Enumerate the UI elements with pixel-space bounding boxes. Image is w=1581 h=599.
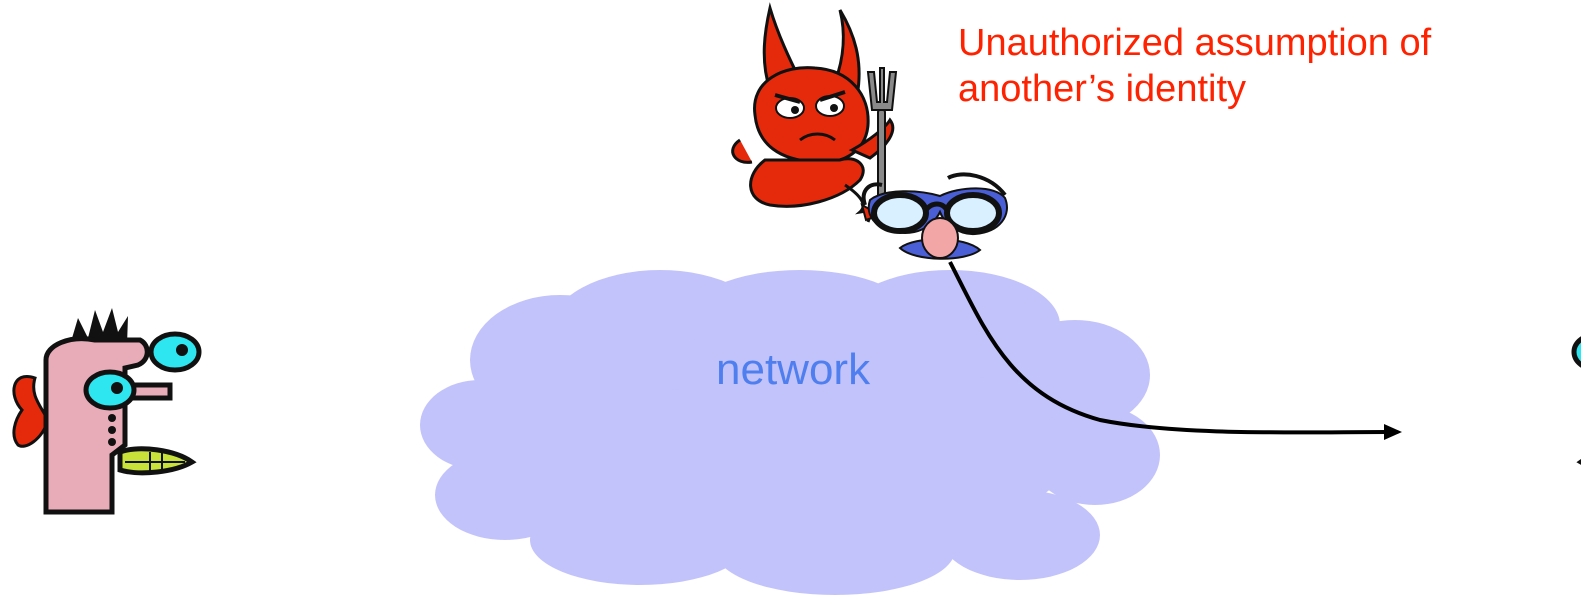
right-person [1571, 336, 1581, 465]
devil-attacker [731, 2, 895, 223]
caption-line-1: Unauthorized assumption of [958, 22, 1432, 64]
network-label: network [716, 345, 871, 394]
disguise-glasses-icon [861, 172, 1008, 260]
network-cloud [420, 270, 1160, 595]
pitchfork-icon [866, 67, 898, 206]
attack-caption: Unauthorized assumption of another’s ide… [958, 20, 1558, 112]
impersonation-arrow [948, 261, 1402, 440]
left-person [12, 308, 202, 515]
caption-line-2: another’s identity [958, 68, 1247, 110]
